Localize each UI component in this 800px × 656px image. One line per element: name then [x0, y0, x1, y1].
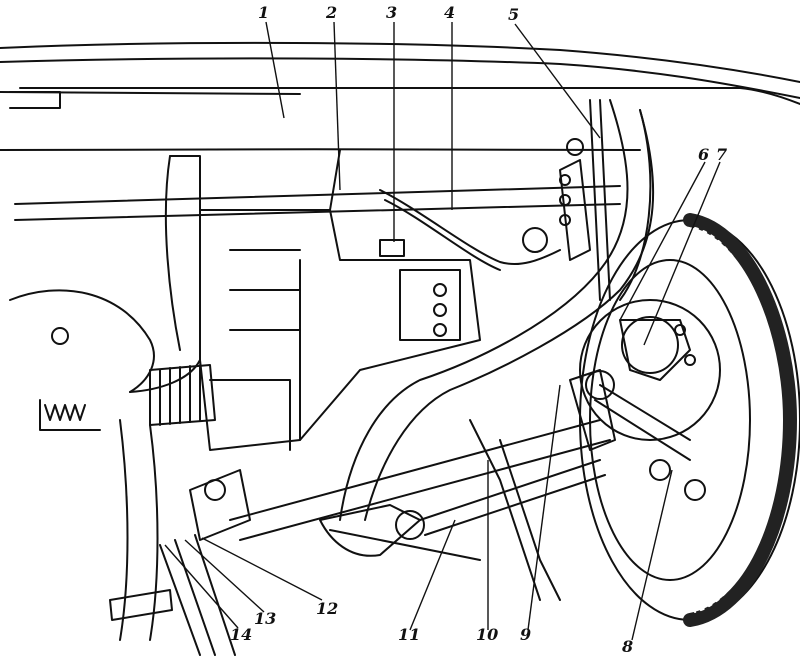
callout-1: 1 [258, 3, 269, 22]
body-sill [0, 41, 800, 151]
lower-link [319, 459, 606, 557]
knuckle [569, 369, 706, 501]
strut-mount [522, 99, 611, 301]
left-tube [109, 419, 173, 641]
callout-12: 12 [316, 599, 338, 618]
wheel-arch [9, 109, 652, 393]
callout-5: 5 [508, 5, 519, 24]
floor [39, 399, 561, 601]
tire [579, 213, 800, 627]
callouts: 1 2 3 4 5 6 7 8 9 10 11 12 13 14 [230, 3, 727, 656]
gearbox-housing [199, 149, 481, 451]
leader-lines [164, 21, 721, 641]
callout-7: 7 [716, 145, 727, 164]
bolt-icon [51, 327, 69, 345]
callout-9: 9 [520, 625, 531, 644]
callout-3: 3 [386, 3, 397, 22]
callout-8: 8 [621, 637, 633, 656]
callout-10: 10 [476, 625, 498, 644]
cable [379, 189, 561, 271]
callout-14: 14 [230, 625, 252, 644]
callout-2: 2 [325, 3, 337, 22]
drawing [0, 41, 800, 656]
callout-6: 6 [698, 145, 709, 164]
callout-11: 11 [398, 625, 420, 644]
callout-13: 13 [254, 609, 276, 628]
drive-shaft [229, 419, 611, 561]
callout-4: 4 [444, 3, 455, 22]
cv-boot [149, 364, 216, 426]
hub [579, 299, 721, 441]
side-rail [14, 185, 621, 221]
tubular-arm [339, 99, 655, 521]
